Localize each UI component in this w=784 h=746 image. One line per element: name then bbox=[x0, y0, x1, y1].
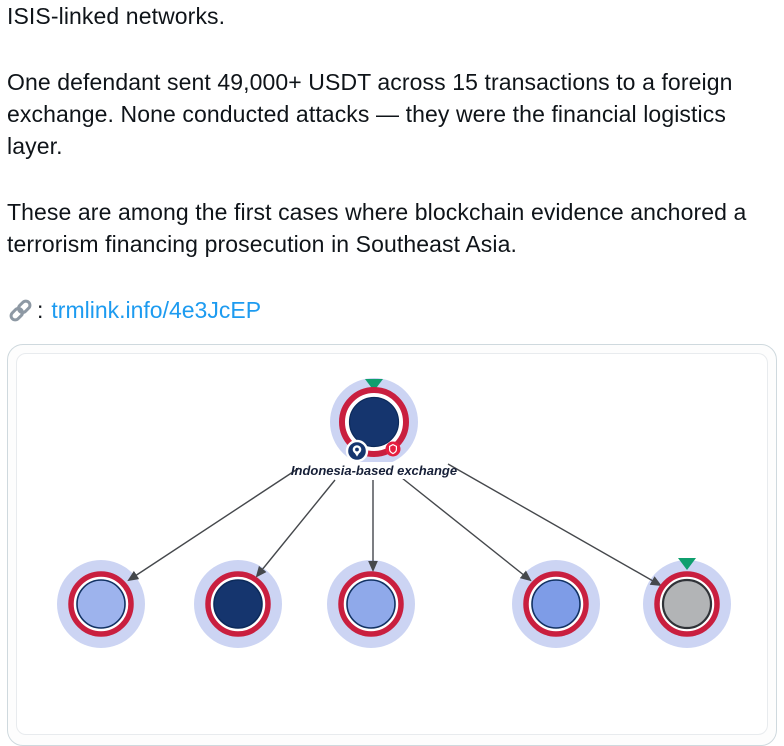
tweet-body: ISIS-linked networks. One defendant sent… bbox=[0, 0, 784, 326]
network-graph: Indonesia-based exchange bbox=[57, 378, 731, 648]
child-node-2 bbox=[213, 579, 263, 629]
tweet-link[interactable]: trmlink.info/4e3JcEP bbox=[51, 297, 262, 323]
transaction-arrow bbox=[401, 477, 532, 582]
child-node-4 bbox=[531, 579, 581, 629]
transaction-arrow bbox=[447, 463, 662, 587]
tweet-paragraph-3: These are among the first cases where bl… bbox=[7, 196, 777, 260]
location-pin-tip bbox=[354, 451, 360, 457]
tweet-paragraph-2: One defendant sent 49,000+ USDT across 1… bbox=[7, 66, 777, 162]
risk-badge bbox=[385, 441, 401, 457]
tweet-text-line: exchange. None conducted attacks — they … bbox=[7, 101, 726, 127]
transaction-arrow bbox=[255, 479, 336, 578]
location-pin-dot bbox=[355, 447, 359, 452]
tweet-text-line: terrorism financing prosecution in South… bbox=[7, 231, 517, 257]
child-node-5 bbox=[661, 578, 713, 630]
green-marker-icon bbox=[365, 379, 383, 391]
child-node-3 bbox=[346, 579, 396, 629]
exchange-label: Indonesia-based exchange bbox=[291, 463, 457, 478]
transaction-arrow bbox=[127, 467, 300, 582]
root-node-exchange bbox=[348, 396, 400, 448]
tweet-image-card[interactable]: Indonesia-based exchange bbox=[7, 344, 777, 746]
tweet-text-line: These are among the first cases where bl… bbox=[7, 199, 747, 225]
graph-panel: Indonesia-based exchange bbox=[16, 353, 768, 735]
tweet-text-line: layer. bbox=[7, 133, 63, 159]
tweet-text-line: ISIS-linked networks. bbox=[7, 3, 226, 29]
tweet-paragraph-1: ISIS-linked networks. bbox=[7, 0, 777, 32]
link-row: : trmlink.info/4e3JcEP bbox=[7, 294, 777, 326]
risk-shield-icon bbox=[389, 443, 397, 455]
tweet-text-line: One defendant sent 49,000+ USDT across 1… bbox=[7, 69, 733, 95]
link-emoji-icon bbox=[9, 299, 32, 321]
exchange-label-bg bbox=[301, 462, 447, 479]
green-marker-icon bbox=[678, 558, 696, 570]
child-node-1 bbox=[76, 579, 126, 629]
link-separator: : bbox=[37, 297, 44, 323]
